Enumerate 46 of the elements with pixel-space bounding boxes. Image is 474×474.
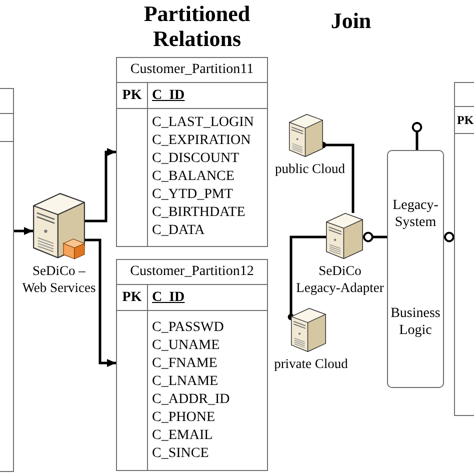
- connector-line: [444, 232, 454, 242]
- system-name: Legacy-System: [392, 198, 438, 230]
- arrow: [85, 238, 116, 368]
- key-column-name: C_ID: [152, 88, 185, 102]
- column-name: C_PHONE: [152, 409, 216, 427]
- column-name: C_LAST_LOGIN: [152, 114, 254, 132]
- primary-key-label: PK: [122, 88, 142, 102]
- database-table: [116, 57, 268, 247]
- server-icon: [289, 114, 323, 157]
- database-table: [116, 259, 268, 471]
- key-column-name: C_ID: [152, 290, 185, 304]
- server-caption: private Cloud: [274, 356, 348, 371]
- table-name: Customer_Partition12: [130, 265, 254, 279]
- server-caption: public Cloud: [274, 161, 346, 176]
- server-caption: SeDiCo – Web Services: [22, 263, 96, 295]
- arrow: [14, 226, 33, 236]
- column-name: C_LNAME: [152, 373, 218, 391]
- connector-line: [288, 236, 326, 320]
- table-name: Customer_Partition11: [130, 63, 254, 77]
- layer-label: Business Logic: [390, 306, 440, 338]
- server-icon: [33, 193, 85, 260]
- connector-line: [363, 232, 387, 242]
- system-box: [387, 150, 444, 388]
- column-name: C_EMAIL: [152, 427, 213, 445]
- column-name: C_PASSWD: [152, 319, 224, 337]
- column-name: C_YTD_PMT: [152, 186, 233, 204]
- column-name: C_BALANCE: [152, 168, 234, 186]
- column-name: C_DISCOUNT: [152, 150, 240, 168]
- server-icon: [291, 308, 326, 352]
- column-name: C_ADDR_ID: [152, 391, 230, 409]
- section-title: Partitioned Relations: [144, 1, 250, 51]
- column-name: C_BIRTHDATE: [152, 204, 246, 222]
- primary-key-label: PK: [122, 290, 142, 304]
- column-name: C_SINCE: [152, 445, 209, 463]
- section-title: Join: [330, 8, 372, 33]
- database-table: [0, 88, 14, 472]
- column-name: C_DATA: [152, 222, 205, 240]
- column-name: C_FNAME: [152, 355, 218, 373]
- server-caption: SeDiCo Legacy-Adapter: [296, 263, 384, 295]
- server-icon: [326, 213, 363, 259]
- arrow: [85, 148, 116, 222]
- column-name: C_EXPIRATION: [152, 132, 251, 150]
- connector-line: [412, 122, 422, 150]
- primary-key-label: PK: [457, 114, 474, 126]
- column-name: C_UNAME: [152, 337, 220, 355]
- database-table: [454, 82, 474, 416]
